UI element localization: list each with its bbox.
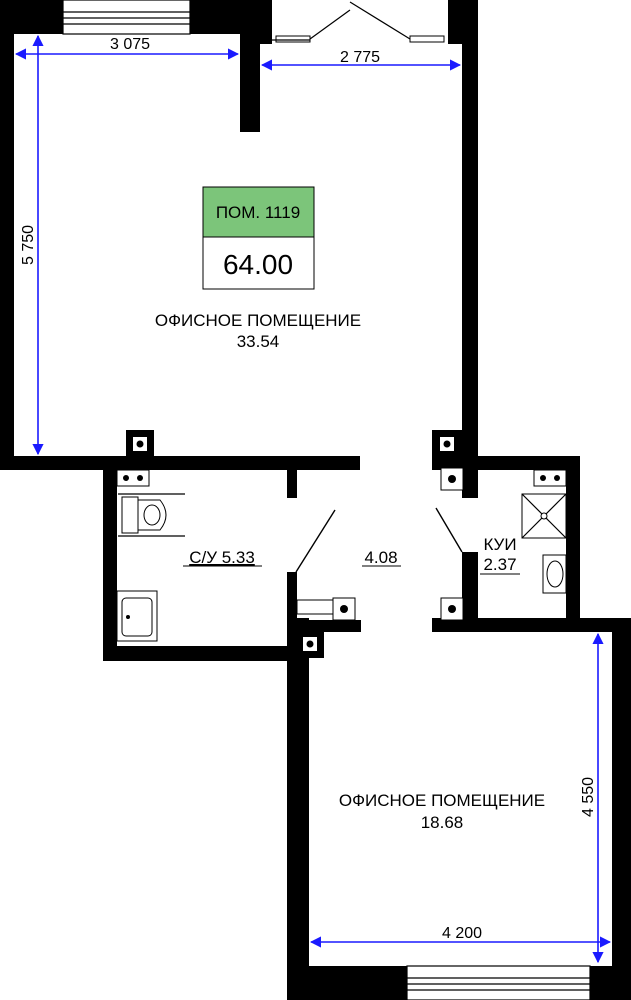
wall-bath-left (103, 456, 117, 661)
unit-tag: ПОМ. 1119 64.00 (202, 186, 315, 290)
shaft-2 (432, 430, 462, 458)
room-office-second-name: ОФИСНОЕ ПОМЕЩЕНИЕ (339, 791, 545, 810)
bathroom-sink (116, 590, 158, 642)
window-bottom (406, 965, 591, 1000)
room-office-main-area: 33.54 (237, 332, 280, 351)
room-kui-name: КУИ (483, 535, 516, 554)
unit-tag-body (202, 236, 315, 290)
wall-hall-stub (297, 620, 361, 632)
wall-right-main (462, 0, 478, 470)
wall-kui-bottom (432, 618, 631, 632)
wall-kui-partition-top (462, 470, 478, 498)
room-bathroom-label: С/У 5.33 (189, 548, 255, 567)
wall-kui-right (566, 456, 580, 632)
wall-kui-top (432, 456, 580, 470)
shaft-4 (440, 597, 464, 621)
dim-bottom: 4 200 (442, 925, 482, 942)
wall-top-left-b (190, 0, 260, 34)
wall-top-right-a (256, 0, 272, 44)
wall-mid-horizontal (0, 456, 360, 470)
kui-sink (542, 554, 567, 594)
wall-bath-partition-low (287, 572, 297, 662)
toilet (118, 493, 185, 537)
sockets-kui (533, 469, 567, 487)
dim-top-left: 3 075 (110, 36, 150, 53)
wall-lower-right (612, 618, 631, 1000)
unit-tag-header (202, 186, 315, 238)
wall-bath-bottom (103, 646, 299, 661)
wall-bath-partition-top (287, 470, 297, 498)
shaft-1 (126, 430, 154, 458)
room-office-main-name: ОФИСНОЕ ПОМЕЩЕНИЕ (155, 311, 361, 330)
unit-tag-label: ПОМ. 1119 (216, 203, 300, 222)
wall-left (0, 0, 14, 470)
wall-lower-bottom-a (287, 966, 407, 1000)
shower (521, 493, 567, 539)
unit-total-area: 64.00 (223, 249, 293, 280)
dim-right: 4 550 (580, 777, 597, 817)
window-top-left (62, 0, 191, 35)
dim-top-right: 2 775 (340, 49, 380, 66)
door-kui (435, 507, 463, 553)
wall-kui-partition-low (462, 552, 478, 632)
dim-left: 5 750 (20, 225, 37, 265)
shaft-3 (440, 467, 464, 491)
dimension-lines (14, 34, 612, 964)
hall-radiator (296, 599, 334, 615)
sockets-bath (116, 469, 150, 487)
room-hall-area: 4.08 (364, 548, 397, 567)
wall-lower-bottom-b (590, 966, 631, 1000)
balcony-door (272, 1, 445, 43)
door-bathroom (295, 509, 336, 573)
room-kui-area: 2.37 (483, 555, 516, 574)
wall-pier (240, 34, 260, 132)
wall-lower-left (287, 618, 309, 1000)
shaft-5 (332, 597, 356, 621)
shaft-6 (298, 632, 324, 658)
room-office-second-area: 18.68 (421, 813, 464, 832)
